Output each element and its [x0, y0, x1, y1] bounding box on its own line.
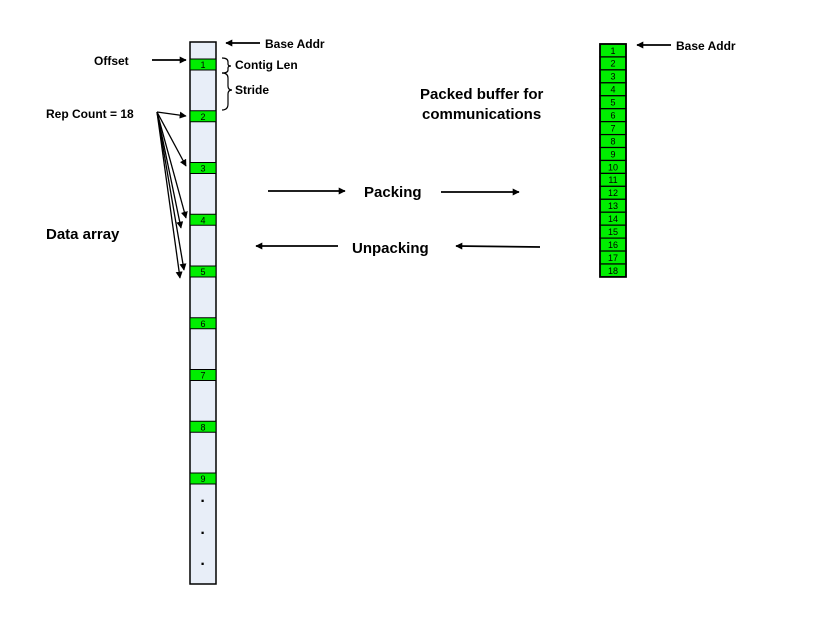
packed-cell-label: 13: [608, 201, 618, 211]
packed-cell-label: 6: [610, 111, 615, 121]
rep-count-label: Rep Count = 18: [46, 107, 134, 121]
packed-cell-label: 3: [610, 72, 615, 82]
continuation-dot: ·: [200, 556, 205, 573]
continuation-dots: · · ·: [200, 493, 205, 573]
data-block-rect: [189, 369, 217, 381]
data-array-label: Data array: [46, 226, 120, 243]
data-block-label: 9: [200, 474, 205, 484]
packed-cell-label: 10: [608, 162, 618, 172]
packed-cell-label: 8: [610, 136, 615, 146]
data-block-label: 6: [200, 319, 205, 329]
stride-label: Stride: [235, 83, 269, 97]
continuation-dot: ·: [200, 525, 205, 542]
packed-cell: 3: [599, 69, 627, 84]
packed-cell: 2: [599, 56, 627, 71]
packed-buffer-title-line2: communications: [422, 106, 541, 123]
packed-cell: 6: [599, 108, 627, 123]
data-block-rect: [189, 472, 217, 485]
data-block: 9: [189, 472, 217, 485]
packed-cell-label: 18: [608, 266, 618, 276]
rep-arrow-extra-a: [156, 111, 184, 229]
packed-cell: 14: [599, 211, 627, 226]
data-block-label: 1: [200, 60, 205, 70]
data-block-rect: [189, 162, 217, 174]
data-block: 4: [189, 213, 217, 226]
rep-arrow-3: [156, 111, 187, 167]
data-array-blocks: 1 2 3 4 5 6 7 8 9: [189, 58, 217, 485]
packed-cell-label: 1: [610, 46, 615, 56]
packed-cell-label: 16: [608, 240, 618, 250]
packed-cell: 15: [599, 224, 627, 239]
packed-cell-label: 11: [608, 175, 617, 185]
base-addr-right-label: Base Addr: [676, 39, 736, 53]
packed-cell: 13: [599, 198, 627, 213]
data-array-background: [189, 41, 217, 585]
packed-cell: 11: [599, 172, 627, 187]
packed-cell: 12: [599, 185, 627, 200]
packed-cell-label: 4: [610, 85, 615, 95]
data-block: 2: [189, 110, 217, 123]
packed-cell-label: 17: [608, 253, 618, 263]
packed-cell: 16: [599, 237, 627, 252]
packed-cell: 4: [599, 82, 627, 97]
packed-buffer-title-line1: Packed buffer for: [420, 86, 544, 103]
packed-cell-label: 14: [608, 214, 618, 224]
base-addr-left-label: Base Addr: [265, 37, 325, 51]
rep-arrow-5: [156, 111, 187, 271]
packed-cell: 17: [599, 250, 627, 265]
packed-buffer-border: [599, 43, 627, 278]
data-block-label: 2: [200, 112, 205, 122]
packed-cell: 1: [599, 43, 627, 58]
packed-cell: 8: [599, 133, 627, 149]
data-block: 5: [189, 265, 217, 278]
data-block-rect: [189, 213, 217, 226]
contig-len-brace: [221, 57, 232, 74]
rep-arrow-4: [156, 111, 188, 219]
data-block-rect: [189, 420, 217, 433]
packed-cell-label: 2: [610, 59, 615, 69]
packed-cell: 10: [599, 159, 627, 175]
data-block: 7: [189, 369, 217, 381]
rep-arrow-extra-b: [156, 111, 183, 279]
packed-cell-label: 5: [610, 98, 615, 108]
data-block-label: 3: [200, 164, 205, 174]
data-block-rect: [189, 317, 217, 330]
data-block: 8: [189, 420, 217, 433]
packed-cell-label: 12: [608, 188, 618, 198]
data-block: 1: [189, 58, 217, 71]
offset-label: Offset: [94, 54, 129, 68]
packed-cell-label: 9: [610, 149, 615, 159]
packed-cell: 5: [599, 95, 627, 110]
contig-len-label: Contig Len: [235, 58, 298, 72]
unpacking-arrow-in: [455, 242, 541, 250]
packing-label: Packing: [364, 184, 422, 201]
data-block-rect: [189, 110, 217, 123]
rep-arrow-2: [156, 111, 187, 119]
data-block: 6: [189, 317, 217, 330]
packed-cell: 9: [599, 146, 627, 162]
data-block-label: 4: [200, 215, 205, 225]
data-block-label: 7: [200, 371, 205, 381]
data-block-rect: [189, 58, 217, 71]
rep-count-arrows: [156, 111, 188, 279]
packed-cell: 18: [599, 263, 627, 278]
data-block: 3: [189, 162, 217, 174]
data-block-label: 8: [200, 422, 205, 432]
unpacking-label: Unpacking: [352, 240, 429, 257]
data-block-label: 5: [200, 267, 205, 277]
packed-cell: 7: [599, 121, 627, 136]
data-block-rect: [189, 265, 217, 278]
stride-brace: [221, 72, 233, 111]
data-array-column: 1 2 3 4 5 6 7 8 9 · · ·: [189, 41, 217, 585]
continuation-dot: ·: [200, 493, 205, 510]
packed-cell-label: 7: [610, 123, 615, 133]
packed-cell-label: 15: [608, 227, 618, 237]
